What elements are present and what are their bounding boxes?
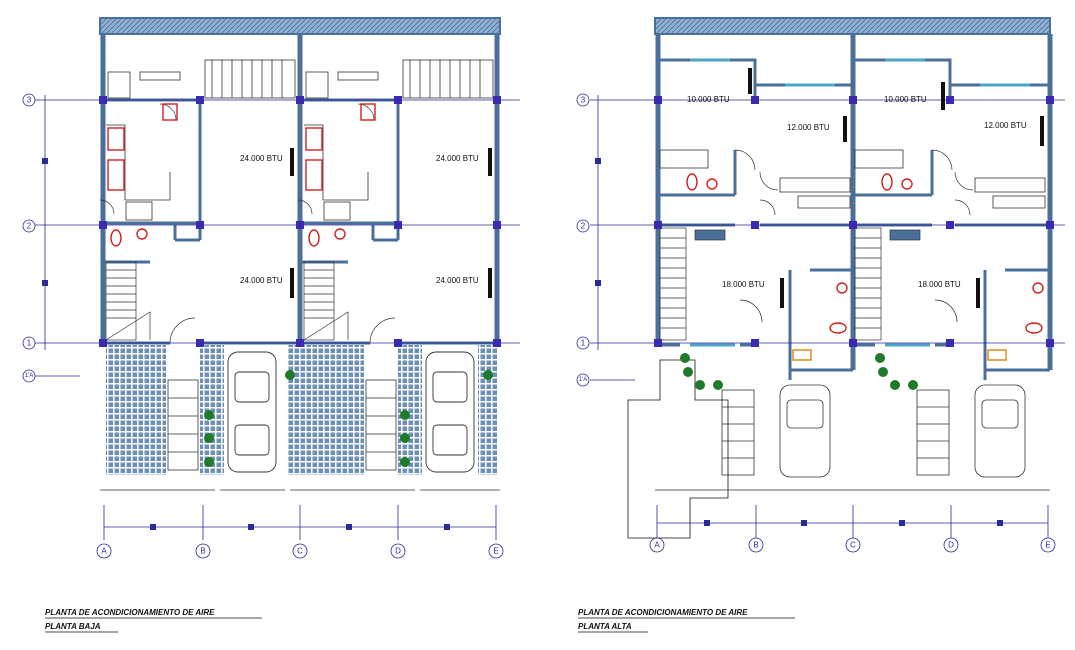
upper-caption-title: PLANTA DE ACONDICIONAMIENTO DE AIRE (578, 608, 748, 617)
axis-label-b-ground: B (200, 547, 205, 556)
ac-unit-symbols (290, 68, 1044, 308)
axis-label-1-upper: 1 (581, 339, 586, 348)
axis-bubbles (22, 93, 1056, 559)
ac-label-ground-2: 24.000 BTU (436, 154, 479, 163)
axis-label-e-upper: E (1045, 541, 1050, 550)
ground-floor-caption: PLANTA DE ACONDICIONAMIENTO DE AIRE PLAN… (45, 608, 262, 633)
ac-label-upper-5: 18.000 BTU (722, 280, 765, 289)
upper-ac-labels: 10.000 BTU 12.000 BTU 10.000 BTU 12.000 … (687, 95, 1027, 289)
upper-floor-caption: PLANTA DE ACONDICIONAMIENTO DE AIRE PLAN… (578, 608, 795, 633)
axis-bubble-labels: A B C D E A B C D E 3 2 1 1'A 3 2 1 1'A (25, 96, 1051, 556)
ac-label-ground-4: 24.000 BTU (436, 276, 479, 285)
axis-label-e-ground: E (493, 547, 498, 556)
upper-caption-subtitle: PLANTA ALTA (578, 622, 632, 631)
axis-label-2-ground: 2 (27, 222, 32, 231)
ground-ac-labels: 24.000 BTU 24.000 BTU 24.000 BTU 24.000 … (240, 154, 479, 285)
ac-label-ground-3: 24.000 BTU (240, 276, 283, 285)
axis-label-d-upper: D (948, 541, 954, 550)
ac-label-upper-6: 18.000 BTU (918, 280, 961, 289)
axis-label-3-upper: 3 (581, 96, 586, 105)
axis-label-1a-ground: 1'A (25, 373, 33, 379)
axis-label-b-upper: B (753, 541, 758, 550)
structural-columns (99, 96, 1054, 347)
ac-label-upper-2: 12.000 BTU (787, 123, 830, 132)
axis-label-1a-upper: 1'A (579, 377, 587, 383)
ac-label-upper-4: 12.000 BTU (984, 121, 1027, 130)
axis-label-2-upper: 2 (581, 222, 586, 231)
ac-label-ground-1: 24.000 BTU (240, 154, 283, 163)
axis-label-c-ground: C (297, 547, 303, 556)
axis-label-c-upper: C (850, 541, 856, 550)
ac-label-upper-1: 10.000 BTU (687, 95, 730, 104)
axis-label-d-ground: D (395, 547, 401, 556)
upper-floor-plan (627, 17, 1053, 539)
dimension-ticks (42, 158, 1003, 530)
ground-floor-plan (99, 17, 501, 491)
ground-caption-subtitle: PLANTA BAJA (45, 622, 101, 631)
axis-label-a-ground: A (101, 547, 107, 556)
axis-label-3-ground: 3 (27, 96, 32, 105)
axis-label-1-ground: 1 (27, 339, 32, 348)
ac-label-upper-3: 10.000 BTU (884, 95, 927, 104)
ground-caption-title: PLANTA DE ACONDICIONAMIENTO DE AIRE (45, 608, 215, 617)
axis-label-a-upper: A (654, 541, 660, 550)
grid-lines (35, 95, 1065, 540)
